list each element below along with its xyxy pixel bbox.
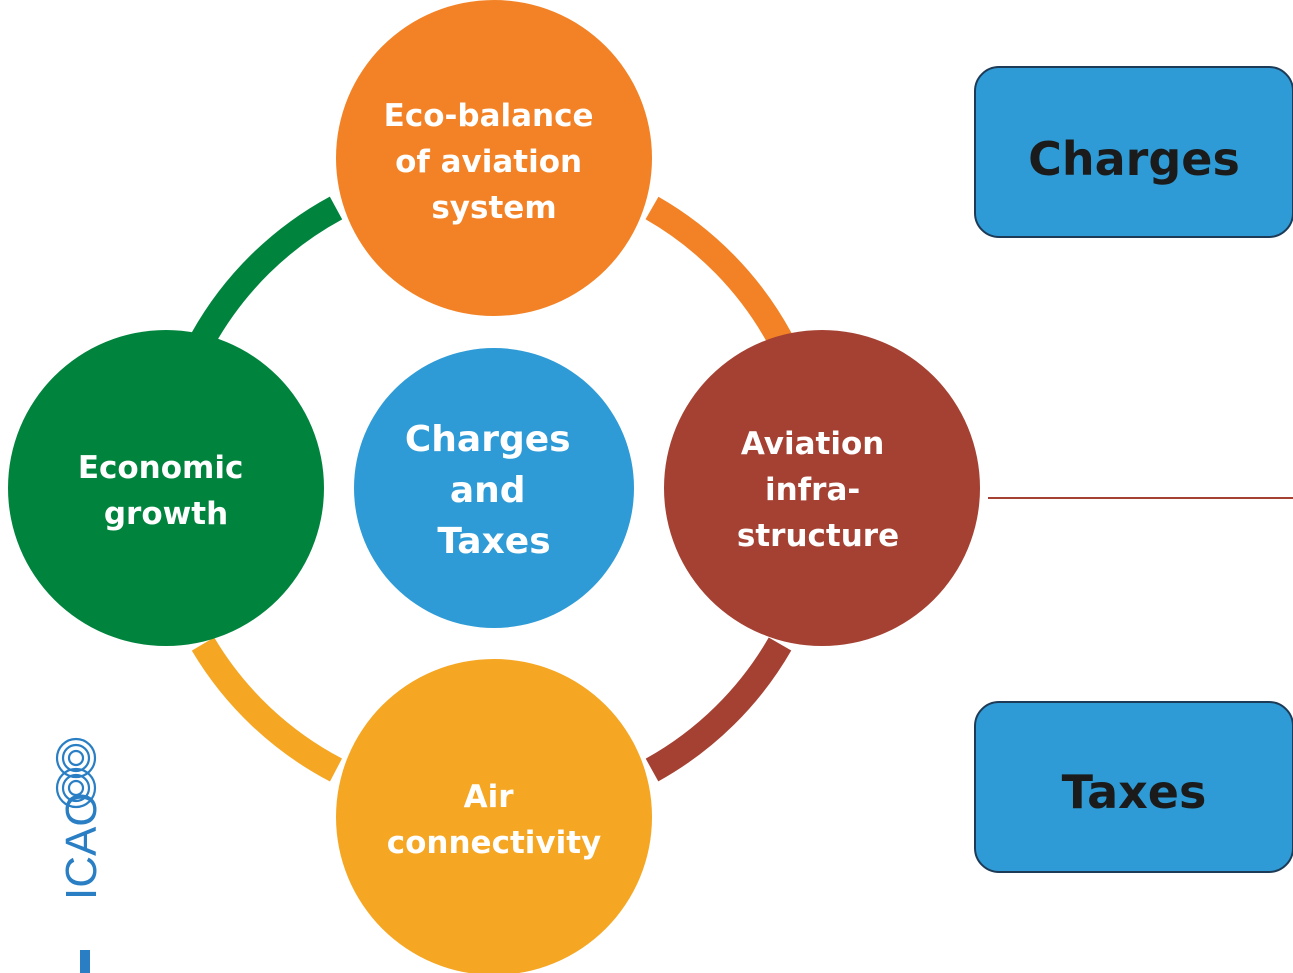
node-label-left: Economic growth	[78, 450, 254, 532]
node-label-right: Aviation infra- structure	[737, 426, 899, 554]
node-economic-growth: Economic growth	[8, 330, 324, 646]
node-label-top: Eco-balance of aviation system	[384, 98, 605, 226]
node-circle-right	[664, 330, 980, 646]
ring	[191, 196, 792, 782]
node-eco-balance: Eco-balance of aviation system	[336, 0, 652, 316]
node-circle-bottom	[336, 659, 652, 973]
node-circle-left	[8, 330, 324, 646]
ring-arc-bottom-left	[191, 637, 343, 782]
ring-arc-top-left	[191, 196, 343, 346]
charges-box-label: Charges	[1028, 132, 1240, 186]
charges-box-shape	[974, 66, 1293, 238]
icao-logo-text: ICAO	[57, 792, 106, 900]
center-node: Charges and Taxes	[354, 348, 634, 628]
center-circle	[354, 348, 634, 628]
center-label: Charges and Taxes	[405, 419, 583, 562]
node-air-connectivity: Air connectivity	[336, 659, 652, 973]
logo-bar	[80, 950, 90, 973]
taxes-box-label: Taxes	[1062, 765, 1207, 819]
node-circle-top	[336, 0, 652, 316]
charges-box: Charges	[974, 66, 1293, 238]
ring-arc-top-right	[645, 196, 792, 346]
taxes-box: Taxes	[974, 701, 1293, 873]
icao-rings-icon	[55, 737, 97, 809]
taxes-box-shape	[974, 701, 1293, 873]
node-label-bottom: Air connectivity	[387, 779, 602, 861]
icao-logo: ICAO	[55, 737, 106, 973]
node-aviation-infrastructure: Aviation infra- structure	[664, 330, 980, 646]
ring-arc-bottom-right	[645, 637, 792, 782]
